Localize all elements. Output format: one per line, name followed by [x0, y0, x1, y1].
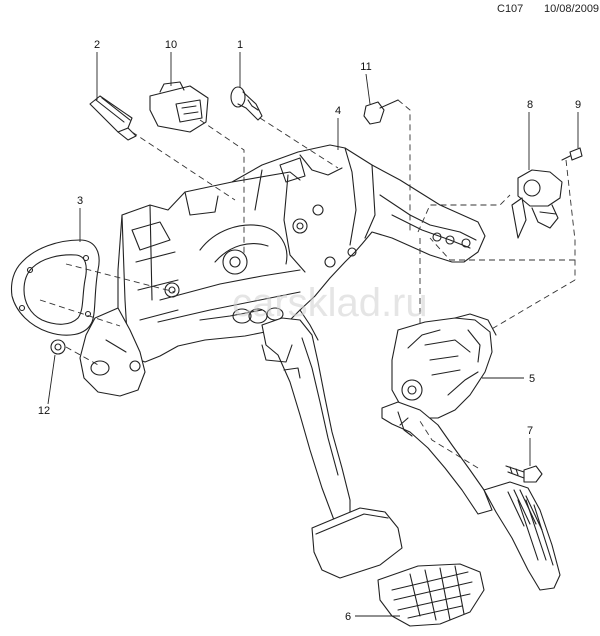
callout-3: 3: [77, 195, 83, 207]
pedal-pad-rubber: [377, 563, 485, 627]
accelerator-module: [391, 313, 497, 419]
small-screw: [561, 147, 583, 161]
callout-7: 7: [527, 425, 533, 437]
accelerator-pedal: [381, 401, 561, 591]
callout-8: 8: [527, 99, 533, 111]
callout-1: 1: [237, 39, 243, 51]
callouts: 1 2 3 4 5 6 7 8 9 10 11 12: [38, 39, 581, 623]
diagram-code: C107: [497, 3, 524, 15]
pedal-box-bracket: [117, 144, 486, 363]
leader-lines: [47, 52, 579, 617]
assembly-guide-lines: [39, 99, 576, 469]
callout-4: 4: [335, 105, 341, 117]
callout-11: 11: [360, 61, 371, 73]
stop-light-switch: [89, 95, 137, 141]
pedal-sensor: [149, 81, 209, 133]
screw: [363, 99, 399, 125]
position-sensor: [511, 169, 563, 239]
callout-12: 12: [38, 405, 50, 417]
callout-5: 5: [529, 373, 535, 385]
callout-6: 6: [345, 611, 351, 623]
bracket-foot: [79, 307, 146, 397]
callout-10: 10: [165, 39, 177, 51]
nut: [50, 339, 66, 355]
bolt-7: [505, 465, 543, 483]
gasket: [10, 239, 100, 336]
callout-2: 2: [94, 39, 100, 51]
brake-pedal-pad: [311, 507, 403, 579]
watermark: carsklad.ru: [232, 281, 428, 325]
diagram-date: 10/08/2009: [544, 3, 600, 15]
bolt: [230, 86, 263, 121]
callout-9: 9: [575, 99, 581, 111]
brake-pedal-arm: [261, 317, 351, 521]
